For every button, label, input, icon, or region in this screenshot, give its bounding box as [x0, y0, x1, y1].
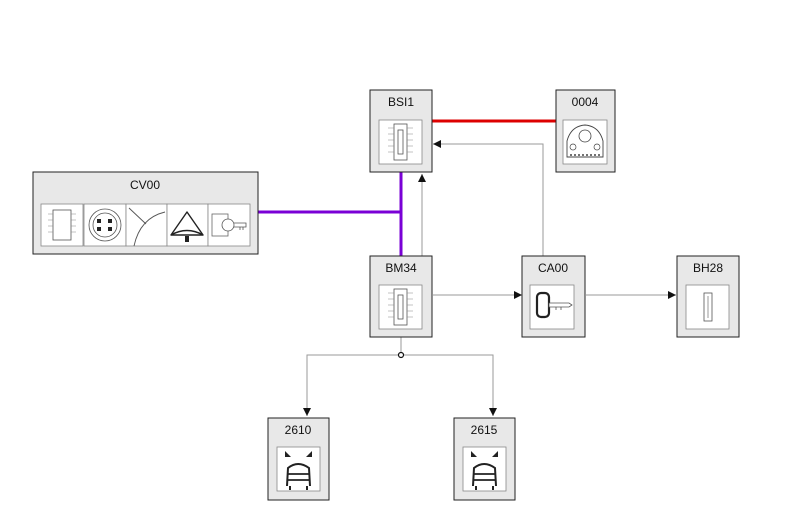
- key-switch-icon: [529, 284, 575, 330]
- connectors: [258, 119, 676, 416]
- module-bh28-label: BH28: [693, 261, 723, 275]
- module-cv00[interactable]: CV00: [32, 171, 259, 255]
- module-ca00-label: CA00: [538, 261, 568, 275]
- module-2615[interactable]: 2615: [453, 417, 516, 501]
- fuse-box-icon: [378, 284, 423, 330]
- module-cv00-label: CV00: [130, 178, 160, 192]
- module-bm34[interactable]: BM34: [369, 255, 433, 338]
- horn-icon: [166, 203, 209, 247]
- instrument-panel-icon: [562, 119, 608, 165]
- wiper-arm-icon: [125, 203, 168, 247]
- module-bsi1[interactable]: BSI1: [369, 89, 433, 173]
- chip-icon: [40, 203, 84, 247]
- module-bsi1-label: BSI1: [388, 95, 414, 109]
- module-0004[interactable]: 0004: [555, 89, 616, 173]
- connector-plug-icon: [83, 203, 127, 247]
- connector-bm34-2610: [303, 354, 401, 416]
- fuse-box-icon: [378, 119, 423, 165]
- module-bh28[interactable]: BH28: [676, 255, 740, 338]
- connector-ca00-bsi1: [433, 140, 544, 256]
- headlamp-vehicle-icon: [462, 446, 507, 492]
- ignition-key-icon: [207, 203, 251, 247]
- module-ca00[interactable]: CA00: [521, 255, 586, 338]
- module-2610-label: 2610: [285, 423, 312, 437]
- module-bm34-label: BM34: [385, 261, 417, 275]
- module-0004-label: 0004: [572, 95, 599, 109]
- connector-bm34-2615: [401, 354, 497, 416]
- fuse-icon: [685, 284, 730, 330]
- module-2610[interactable]: 2610: [267, 417, 330, 501]
- junction-node: [397, 351, 405, 359]
- headlamp-vehicle-icon: [276, 446, 321, 492]
- module-2615-label: 2615: [471, 423, 498, 437]
